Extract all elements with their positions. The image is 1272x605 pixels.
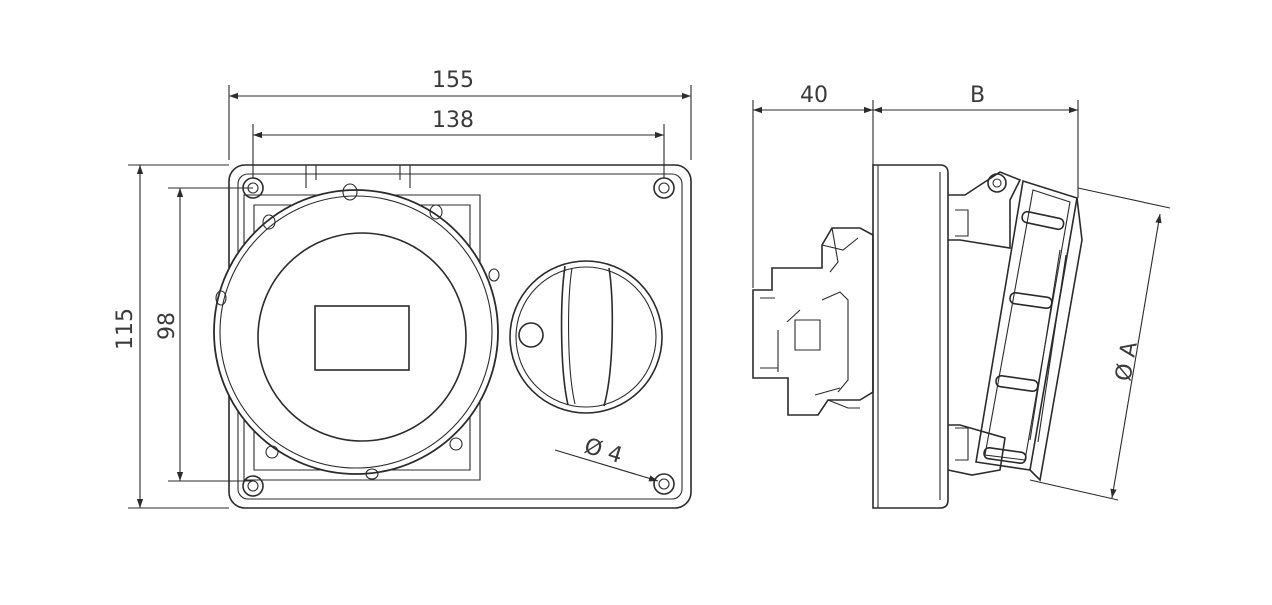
front-view: 155 138 115 98 Ø 4 xyxy=(113,68,692,509)
dim-inner-width: 138 xyxy=(252,108,665,178)
dim-hole-diameter-label: Ø 4 xyxy=(581,434,625,469)
socket-body xyxy=(213,189,499,475)
socket-top-tabs xyxy=(305,165,411,188)
dim-socket-diameter-label: Ø A xyxy=(1111,340,1142,383)
dim-overall-height: 115 xyxy=(113,164,229,509)
dim-hole-diameter: Ø 4 xyxy=(554,434,659,482)
dim-inner-width-label: 138 xyxy=(432,108,474,133)
socket-face xyxy=(257,232,467,442)
dim-inner-height-label: 98 xyxy=(155,312,180,340)
mounting-hole-bottom-right xyxy=(653,473,675,495)
dim-projection-label: B xyxy=(970,83,985,108)
side-terminal-block xyxy=(752,227,874,416)
side-view: 40 B Ø A xyxy=(752,83,1171,509)
dim-overall-width: 155 xyxy=(228,68,692,160)
dim-depth: 40 xyxy=(752,83,874,288)
mounting-hole-bottom-left xyxy=(242,475,264,497)
dim-socket-diameter: Ø A xyxy=(1029,187,1171,501)
side-base-plate xyxy=(872,164,949,509)
dim-projection: B xyxy=(873,83,1079,198)
dim-overall-height-label: 115 xyxy=(113,308,138,350)
side-socket-body xyxy=(947,171,1083,482)
socket-ribs xyxy=(215,183,500,480)
dim-overall-width-label: 155 xyxy=(432,68,474,93)
mounting-hole-top-right xyxy=(653,177,675,199)
socket-window xyxy=(314,305,410,371)
rotary-switch xyxy=(509,260,663,414)
dim-depth-label: 40 xyxy=(800,83,828,108)
dim-inner-height: 98 xyxy=(155,187,253,482)
